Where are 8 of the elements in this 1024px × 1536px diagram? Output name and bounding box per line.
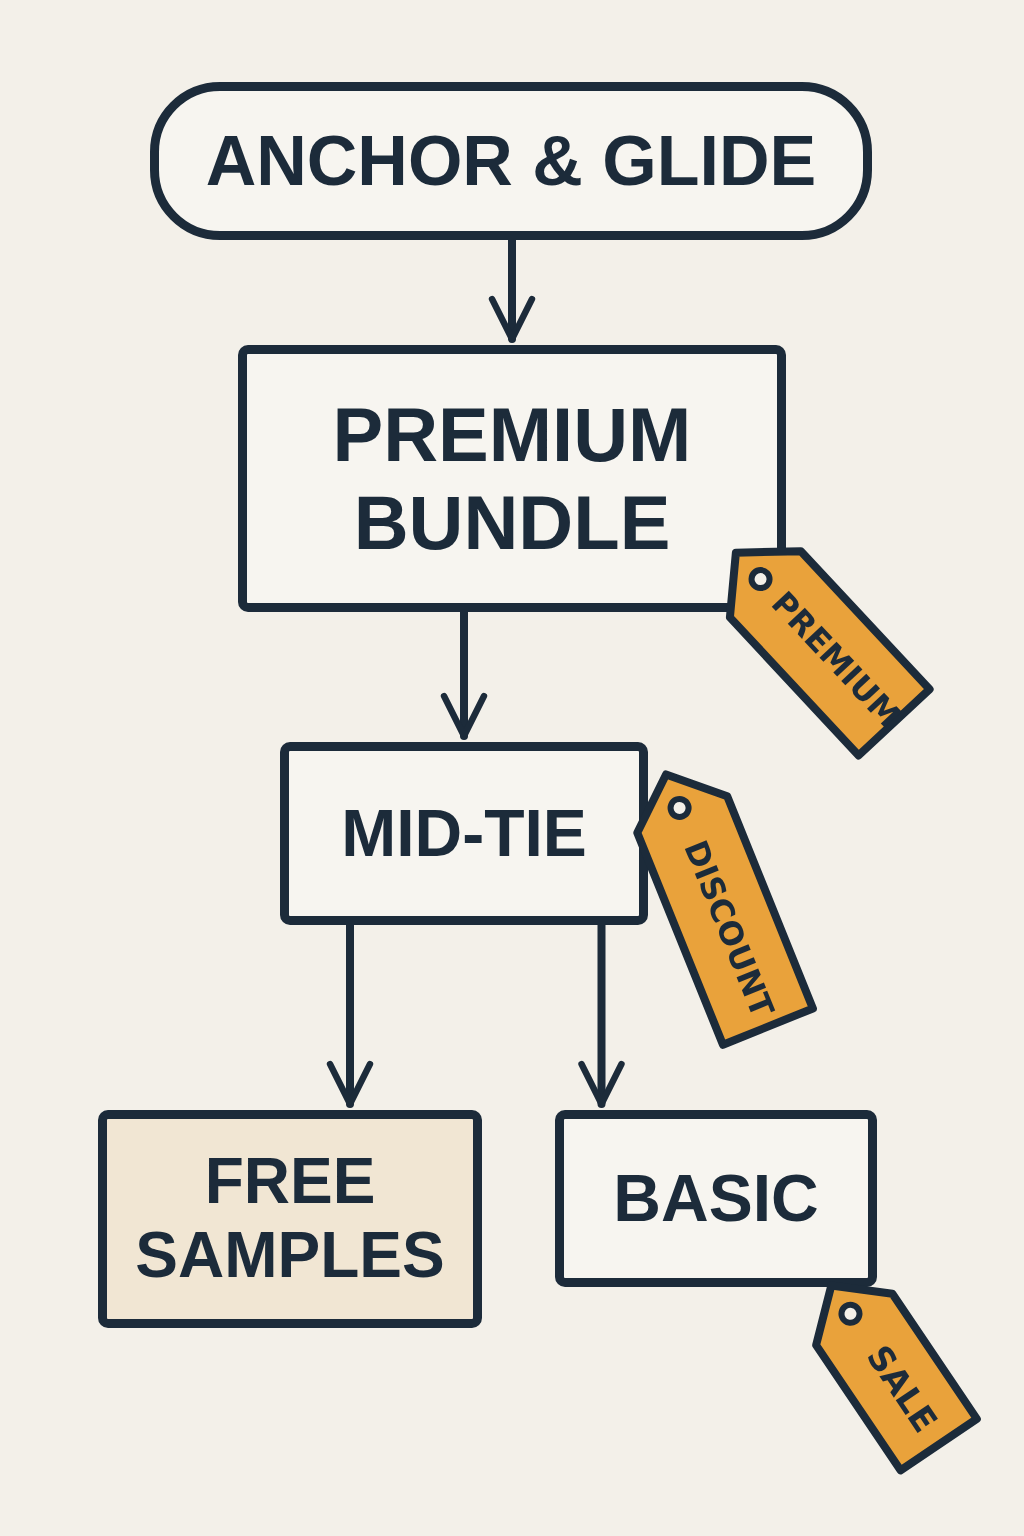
box-label: BASIC [613, 1160, 819, 1237]
box-label: FREE SAMPLES [135, 1145, 445, 1293]
box-label: PREMIUM BUNDLE [331, 391, 693, 566]
box-label: MID-TIE [341, 795, 587, 872]
highlighted-box [98, 1110, 482, 1328]
process-box [555, 1110, 877, 1287]
process-box [280, 742, 648, 925]
box-label: ANCHOR & GLIDE [205, 120, 817, 202]
